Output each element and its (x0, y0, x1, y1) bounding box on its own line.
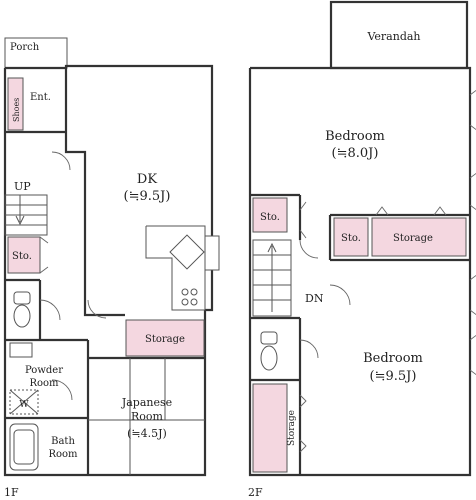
stair-arrow-head (267, 242, 277, 253)
label-japanese-1: Japanese (121, 396, 172, 409)
storage-2f-left (252, 197, 288, 233)
shoes-cabinet (7, 77, 24, 131)
kitchen-counter (145, 225, 206, 311)
door-swing (39, 299, 61, 321)
label-dk: DK (137, 172, 157, 187)
label-verandah: Verandah (366, 30, 420, 43)
label-bedroom2: Bedroom (363, 351, 423, 366)
closet-door (299, 201, 307, 239)
label-entrance: Ent. (30, 92, 51, 103)
fridge-space (204, 235, 220, 271)
label-japanese-2: Room (131, 410, 164, 423)
door-swing (329, 284, 351, 306)
label-japanese-size: (≒4.5J) (127, 427, 167, 440)
storage-2f-vertical (252, 383, 288, 473)
stair-arrow-head (15, 215, 25, 226)
label-bedroom1-size: (≒8.0J) (332, 146, 379, 161)
stairs-2f (252, 239, 292, 317)
stair-storage-1f (7, 236, 41, 274)
label-stair-storage: Sto. (12, 251, 32, 262)
label-bedroom1: Bedroom (325, 129, 385, 144)
label-powder-1: Powder (25, 365, 63, 376)
door-swing (299, 239, 319, 259)
outer-wall-1f (3, 64, 214, 477)
label-storage-vertical: Storage (287, 410, 297, 446)
label-bath-2: Room (48, 449, 78, 460)
stove-burner (190, 298, 198, 306)
door-swing (51, 151, 71, 171)
label-sto-left: Sto. (260, 212, 280, 223)
kitchen-sink (169, 234, 205, 270)
stove-burner (181, 298, 189, 306)
closet-door (375, 206, 447, 216)
door-swing (51, 379, 73, 401)
label-sto-mid: Sto. (341, 233, 361, 244)
window-bay (469, 89, 476, 376)
stove-burner (181, 288, 189, 296)
dk-wall-left (64, 68, 125, 317)
storage-1f (125, 319, 205, 357)
outer-wall-2f (248, 66, 472, 477)
storage-2f-mid-small (333, 217, 369, 257)
label-storage-1f: Storage (145, 334, 185, 345)
toilet-tank-2f (260, 331, 278, 345)
toilet-bowl-2f (260, 345, 278, 371)
label-storage-mid: Storage (393, 233, 433, 244)
bathtub-inner (13, 429, 35, 465)
closet-door (39, 236, 49, 274)
closet-door (299, 394, 307, 453)
floor-label-2f: 2F (248, 486, 263, 499)
toilet-tank-1f (13, 291, 31, 305)
storage-2f-mid (371, 217, 467, 257)
door-swing (87, 299, 107, 319)
label-down: DN (305, 292, 324, 305)
label-bedroom2-size: (≒9.5J) (370, 369, 417, 384)
toilet-bowl-1f (13, 304, 31, 328)
washbasin (9, 342, 33, 358)
washer-cross (9, 389, 39, 415)
label-bath-1: Bath (51, 436, 75, 447)
label-shoes: Shoes (12, 98, 21, 122)
label-powder-2: Room (29, 378, 59, 389)
floor-1f: Porch Ent. Shoes UP Sto. DK (≒9.5J) Stor… (3, 37, 220, 499)
label-porch: Porch (10, 42, 40, 53)
label-up: UP (14, 180, 31, 193)
label-washer: W (19, 400, 29, 410)
floor-2f: Verandah Bedroom (≒8.0J) Sto. Sto. Stora… (248, 0, 476, 499)
label-dk-size: (≒9.5J) (124, 189, 171, 204)
floor-label-1f: 1F (4, 486, 19, 499)
stove-burner (190, 288, 198, 296)
door-swing (299, 339, 319, 359)
